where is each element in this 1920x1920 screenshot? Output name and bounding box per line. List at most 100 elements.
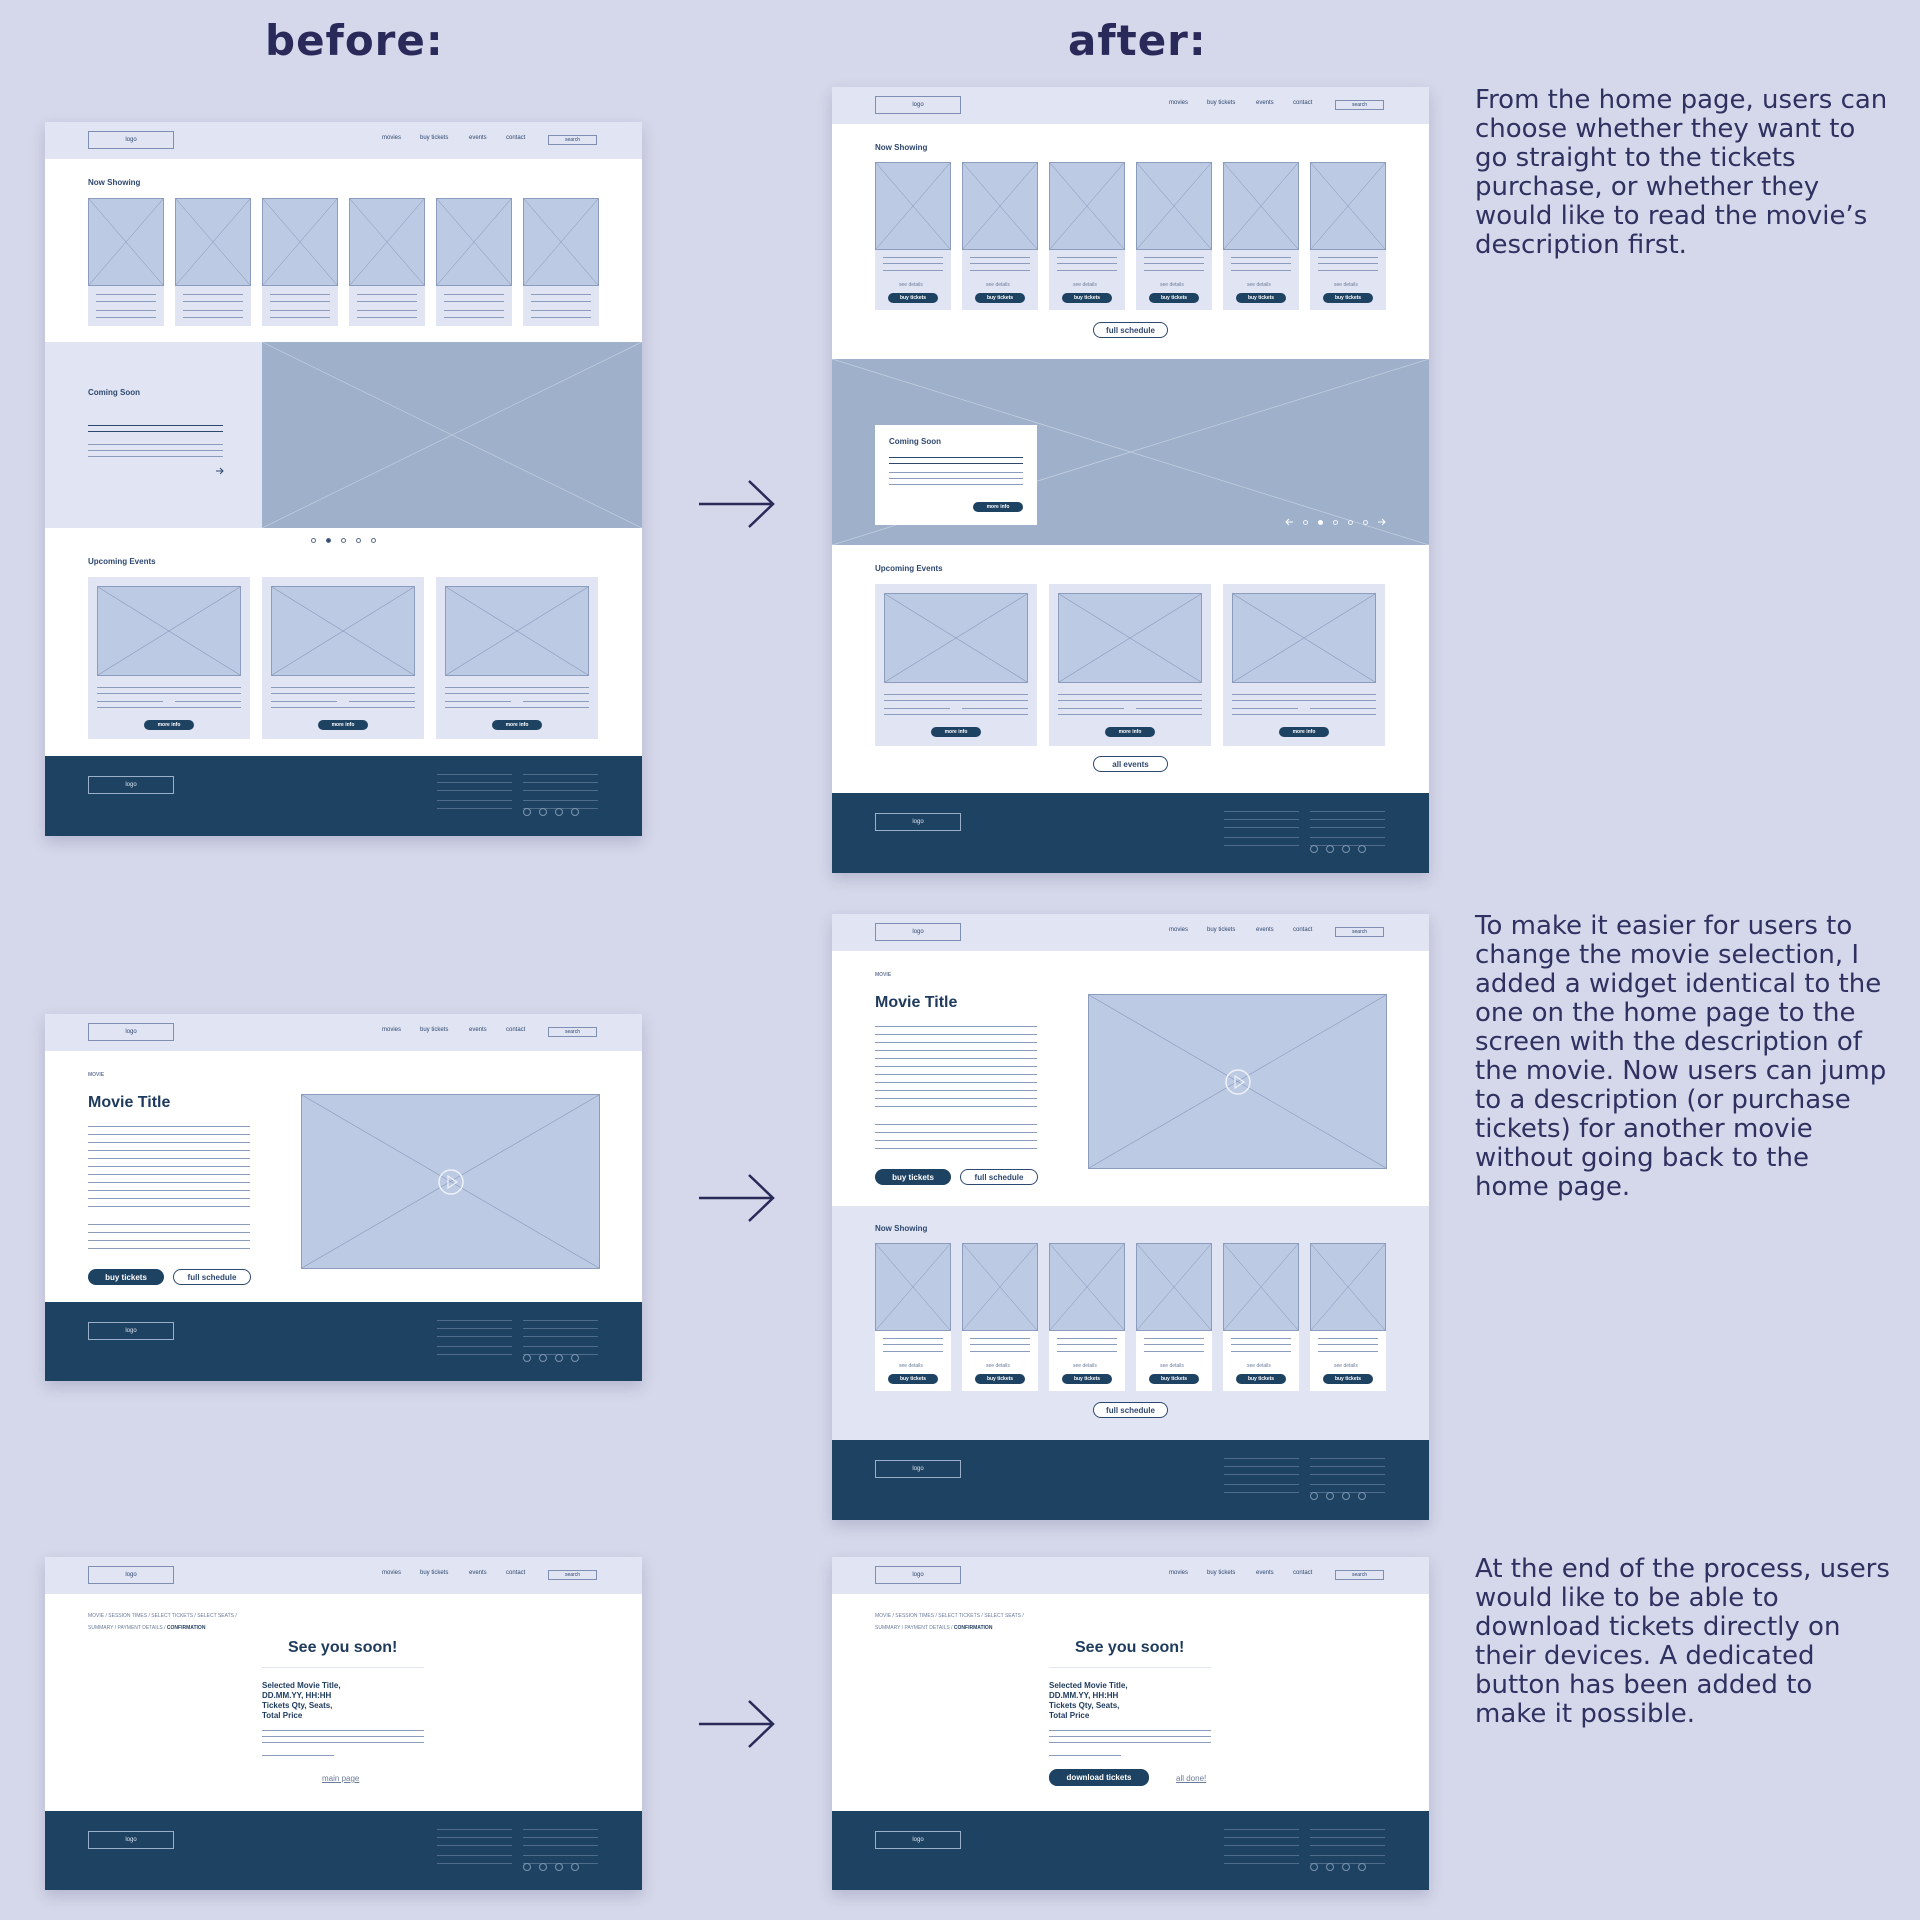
arrow-right-icon[interactable] [1377, 518, 1387, 526]
buy-tickets-button[interactable]: buy tickets [1062, 1374, 1112, 1384]
social-icon[interactable] [1342, 1492, 1350, 1500]
social-icon[interactable] [539, 1863, 547, 1871]
movie-poster[interactable] [1223, 162, 1299, 250]
movie-poster[interactable] [1310, 162, 1386, 250]
social-icon[interactable] [571, 1354, 579, 1362]
see-details-link[interactable]: see details [899, 282, 923, 288]
see-details-link[interactable]: see details [1334, 282, 1358, 288]
nav-movies[interactable]: movies [1169, 1570, 1189, 1576]
social-icon[interactable] [1358, 1492, 1366, 1500]
nav-contact[interactable]: contact [506, 135, 526, 141]
full-schedule-button[interactable]: full schedule [960, 1169, 1038, 1185]
more-info-button[interactable]: more info [931, 727, 981, 737]
movie-poster[interactable] [262, 198, 338, 286]
arrow-right-icon[interactable] [215, 467, 225, 475]
social-icon[interactable] [1358, 1863, 1366, 1871]
buy-tickets-button[interactable]: buy tickets [888, 293, 938, 303]
see-details-link[interactable]: see details [1334, 1363, 1358, 1369]
see-details-link[interactable]: see details [1073, 282, 1097, 288]
movie-poster[interactable] [1223, 1243, 1299, 1331]
buy-tickets-button[interactable]: buy tickets [975, 1374, 1025, 1384]
nav-events[interactable]: events [469, 135, 487, 141]
nav-contact[interactable]: contact [1293, 100, 1313, 106]
nav-events[interactable]: events [469, 1570, 487, 1576]
full-schedule-button[interactable]: full schedule [1093, 1402, 1168, 1418]
header-search[interactable]: search [1335, 927, 1384, 937]
movie-poster[interactable] [1136, 162, 1212, 250]
movie-poster[interactable] [1310, 1243, 1386, 1331]
buy-tickets-button[interactable]: buy tickets [1149, 293, 1199, 303]
header-logo[interactable]: logo [88, 1566, 174, 1584]
buy-tickets-button[interactable]: buy tickets [1149, 1374, 1199, 1384]
social-icon[interactable] [1310, 1863, 1318, 1871]
nav-movies[interactable]: movies [1169, 100, 1189, 106]
movie-poster[interactable] [88, 198, 164, 286]
buy-tickets-button[interactable]: buy tickets [1323, 293, 1373, 303]
social-icon[interactable] [539, 808, 547, 816]
see-details-link[interactable]: see details [986, 1363, 1010, 1369]
social-icon[interactable] [523, 1863, 531, 1871]
trailer-video[interactable] [301, 1094, 600, 1269]
trailer-video[interactable] [1088, 994, 1387, 1169]
header-search[interactable]: search [548, 135, 597, 145]
event-image[interactable] [97, 586, 241, 676]
social-icon[interactable] [555, 1354, 563, 1362]
header-logo[interactable]: logo [88, 1023, 174, 1041]
buy-tickets-button[interactable]: buy tickets [88, 1269, 164, 1285]
social-icon[interactable] [523, 1354, 531, 1362]
movie-poster[interactable] [962, 162, 1038, 250]
event-image[interactable] [445, 586, 589, 676]
buy-tickets-button[interactable]: buy tickets [975, 293, 1025, 303]
header-search[interactable]: search [548, 1570, 597, 1580]
header-search[interactable]: search [1335, 100, 1384, 110]
buy-tickets-button[interactable]: buy tickets [1236, 1374, 1286, 1384]
play-icon[interactable] [437, 1168, 465, 1196]
social-icon[interactable] [1310, 845, 1318, 853]
movie-poster[interactable] [875, 162, 951, 250]
header-logo[interactable]: logo [875, 96, 961, 114]
nav-buy-tickets[interactable]: buy tickets [420, 135, 449, 141]
nav-buy-tickets[interactable]: buy tickets [1207, 100, 1236, 106]
see-details-link[interactable]: see details [1073, 1363, 1097, 1369]
movie-poster[interactable] [1049, 162, 1125, 250]
movie-poster[interactable] [875, 1243, 951, 1331]
header-search[interactable]: search [1335, 1570, 1384, 1580]
full-schedule-button[interactable]: full schedule [1093, 322, 1168, 338]
footer-logo[interactable]: logo [88, 1831, 174, 1849]
social-icon[interactable] [523, 808, 531, 816]
event-image[interactable] [1058, 593, 1202, 683]
header-logo[interactable]: logo [875, 1566, 961, 1584]
social-icon[interactable] [1342, 845, 1350, 853]
nav-movies[interactable]: movies [1169, 927, 1189, 933]
social-icon[interactable] [555, 1863, 563, 1871]
nav-events[interactable]: events [1256, 100, 1274, 106]
social-icon[interactable] [1326, 1492, 1334, 1500]
nav-events[interactable]: events [1256, 927, 1274, 933]
see-details-link[interactable]: see details [1160, 282, 1184, 288]
social-icon[interactable] [1358, 845, 1366, 853]
more-info-button[interactable]: more info [144, 720, 194, 730]
play-icon[interactable] [1224, 1068, 1252, 1096]
event-image[interactable] [884, 593, 1028, 683]
buy-tickets-button[interactable]: buy tickets [888, 1374, 938, 1384]
social-icon[interactable] [1342, 1863, 1350, 1871]
header-logo[interactable]: logo [88, 131, 174, 149]
more-info-button[interactable]: more info [1105, 727, 1155, 737]
social-icon[interactable] [571, 808, 579, 816]
buy-tickets-button[interactable]: buy tickets [1062, 293, 1112, 303]
movie-poster[interactable] [349, 198, 425, 286]
movie-poster[interactable] [523, 198, 599, 286]
buy-tickets-button[interactable]: buy tickets [875, 1169, 951, 1185]
social-icon[interactable] [1326, 845, 1334, 853]
movie-poster[interactable] [436, 198, 512, 286]
see-details-link[interactable]: see details [1160, 1363, 1184, 1369]
nav-events[interactable]: events [469, 1027, 487, 1033]
footer-logo[interactable]: logo [88, 776, 174, 794]
nav-movies[interactable]: movies [382, 1027, 402, 1033]
social-icon[interactable] [555, 808, 563, 816]
nav-movies[interactable]: movies [382, 1570, 402, 1576]
nav-contact[interactable]: contact [506, 1570, 526, 1576]
movie-poster[interactable] [1136, 1243, 1212, 1331]
main-page-link[interactable]: main page [322, 1774, 360, 1783]
nav-contact[interactable]: contact [1293, 1570, 1313, 1576]
